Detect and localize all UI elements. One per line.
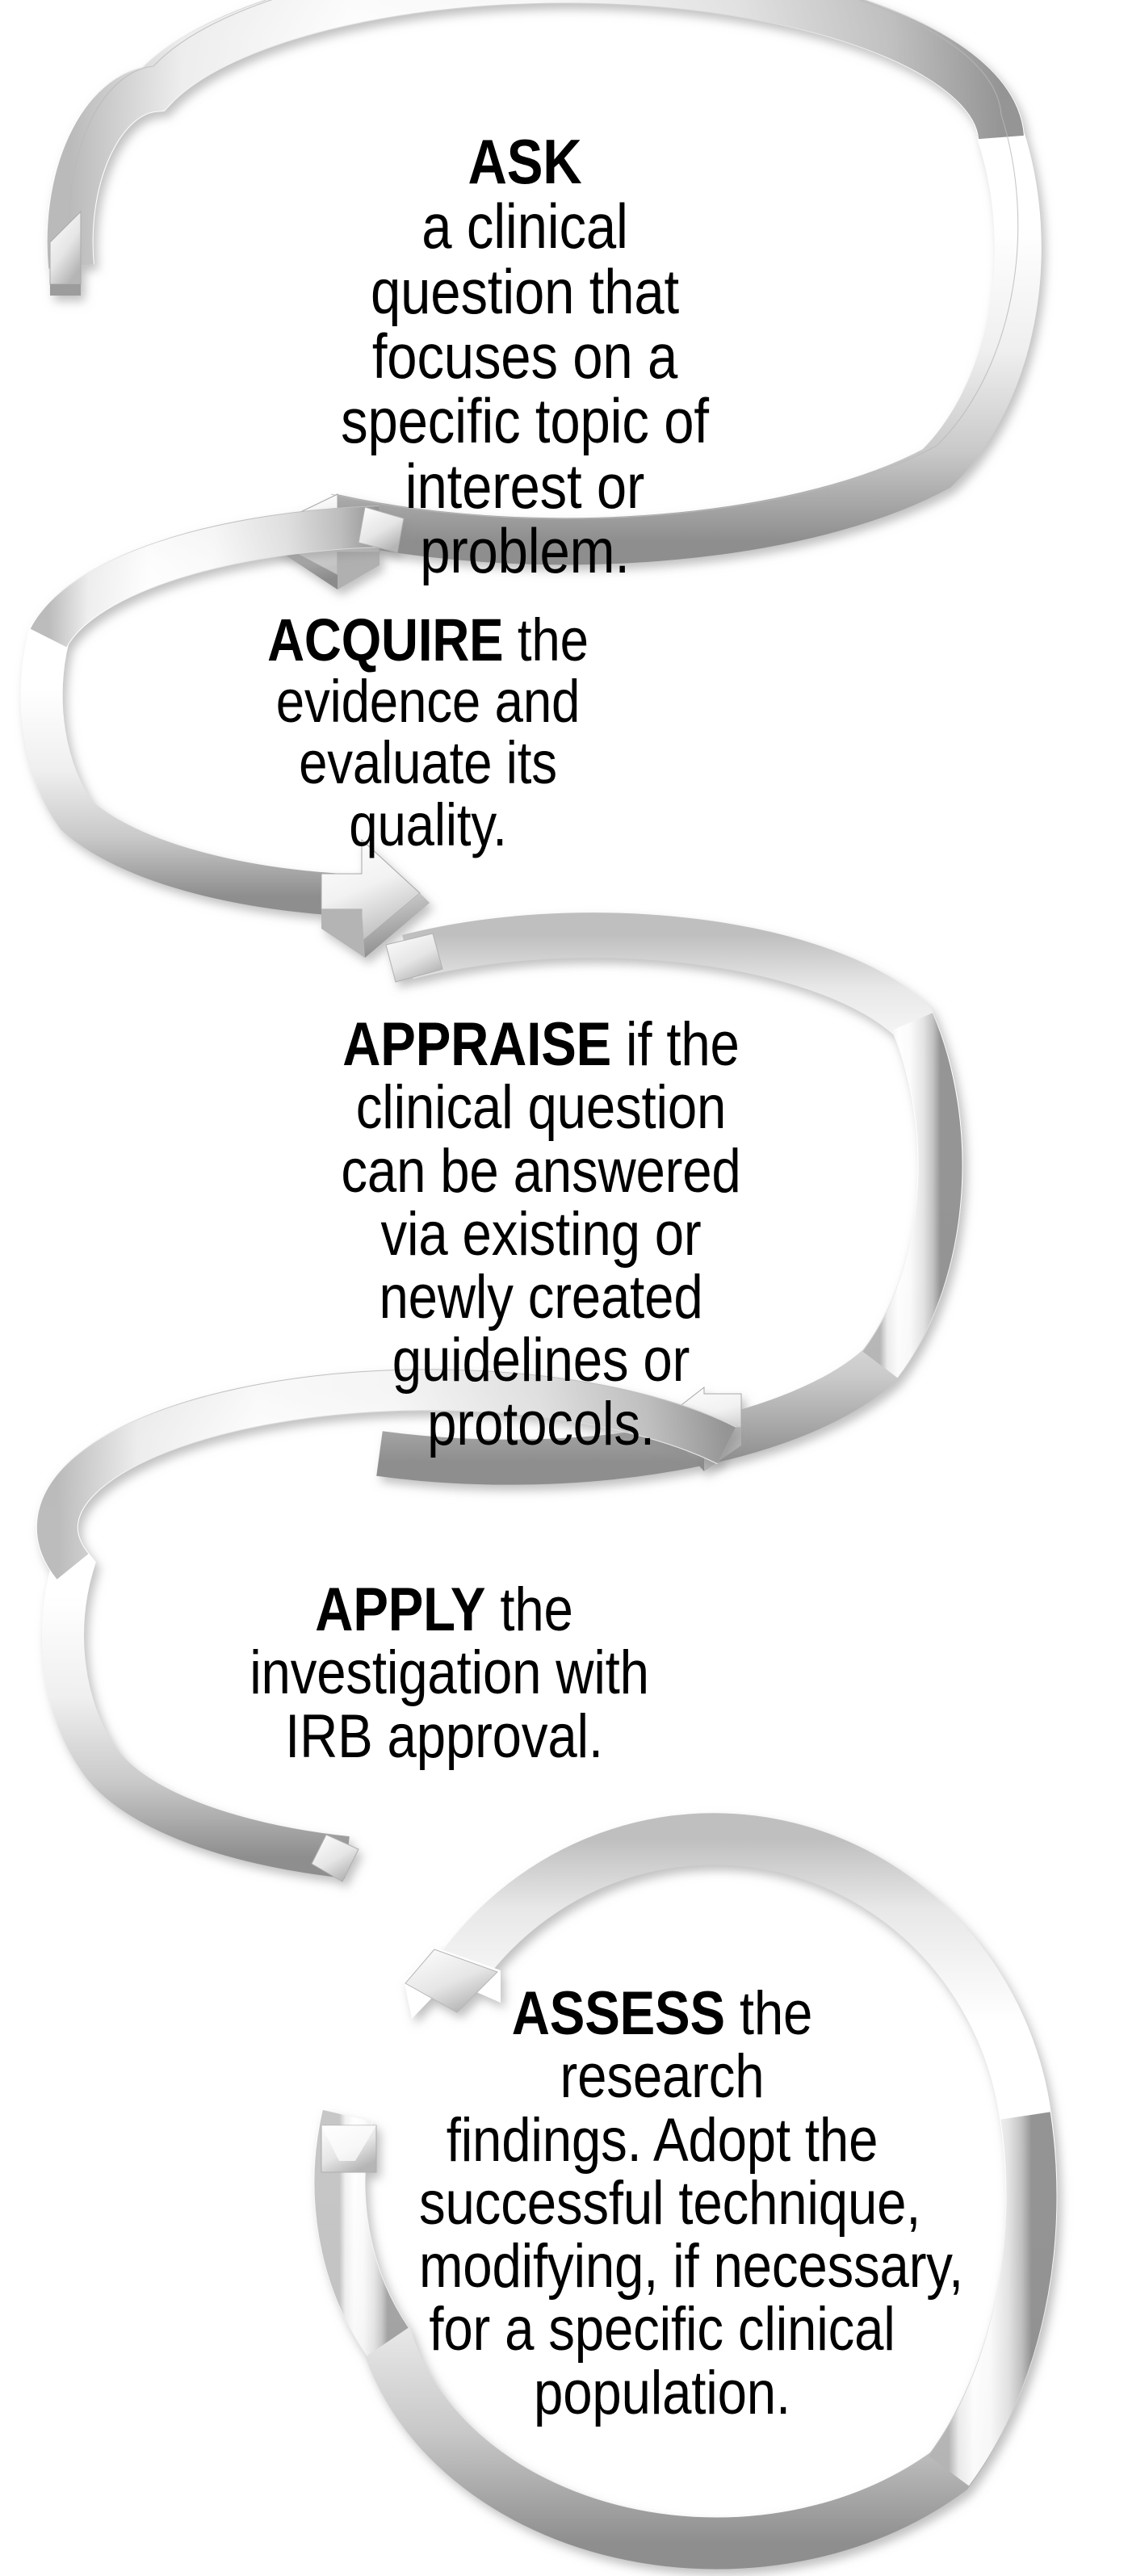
- step-line: via existing or: [380, 1199, 702, 1269]
- ring-ask-tail-cap: [49, 210, 82, 296]
- step-line: investigation with: [250, 1638, 649, 1708]
- step-line: the: [500, 1575, 573, 1644]
- step-line: findings. Adopt the: [446, 2105, 878, 2175]
- step-line: the research: [560, 1979, 813, 2112]
- step-lead-appraise: APPRAISE: [342, 1010, 612, 1079]
- step-line: protocols.: [427, 1389, 655, 1458]
- step-label-apply: APPLY the investigation with IRB approva…: [250, 1578, 649, 1771]
- step-label-appraise: APPRAISE if the clinical question can be…: [325, 1013, 756, 1456]
- step-line: successful technique,: [419, 2168, 921, 2238]
- step-line: problem.: [420, 514, 630, 586]
- step-line: modifying, if necessary,: [419, 2232, 963, 2301]
- step-line: specific topic of: [341, 385, 709, 457]
- step-line: question that: [371, 255, 679, 327]
- step-line: focuses on a: [371, 320, 678, 392]
- step-line: interest or: [405, 450, 645, 522]
- step-line: newly created: [379, 1263, 703, 1332]
- step-label-assess: ASSESS the research findings. Adopt the …: [419, 1979, 963, 2427]
- step-line: clinical question: [355, 1073, 727, 1143]
- ring-apply-tail-cap: [311, 1834, 359, 1882]
- step-label-ask: ASK a clinical question that focuses on …: [330, 129, 719, 583]
- step-line: evaluate its: [299, 729, 557, 797]
- step-lead-assess: ASSESS: [511, 1979, 725, 2048]
- step-line: a clinical: [421, 191, 628, 262]
- step-label-acquire: ACQUIRE the evidence and evaluate its qu…: [247, 609, 608, 858]
- step-line: can be answered: [341, 1136, 741, 1206]
- step-lead-acquire: ACQUIRE: [267, 606, 504, 673]
- step-line: guidelines or: [392, 1326, 690, 1395]
- step-line: evidence and: [275, 668, 581, 736]
- step-line: quality.: [349, 791, 507, 858]
- step-line: if the: [626, 1010, 740, 1079]
- step-line: IRB approval.: [285, 1701, 603, 1771]
- step-line: for a specific clinical: [429, 2295, 895, 2364]
- ring-appraise-tail-cap: [385, 933, 443, 983]
- step-lead-apply: APPLY: [315, 1575, 486, 1644]
- step-line: the: [517, 606, 589, 673]
- ring-assess-tail-cap: [321, 2125, 377, 2173]
- step-lead-ask: ASK: [468, 126, 582, 197]
- step-line: population.: [534, 2358, 790, 2427]
